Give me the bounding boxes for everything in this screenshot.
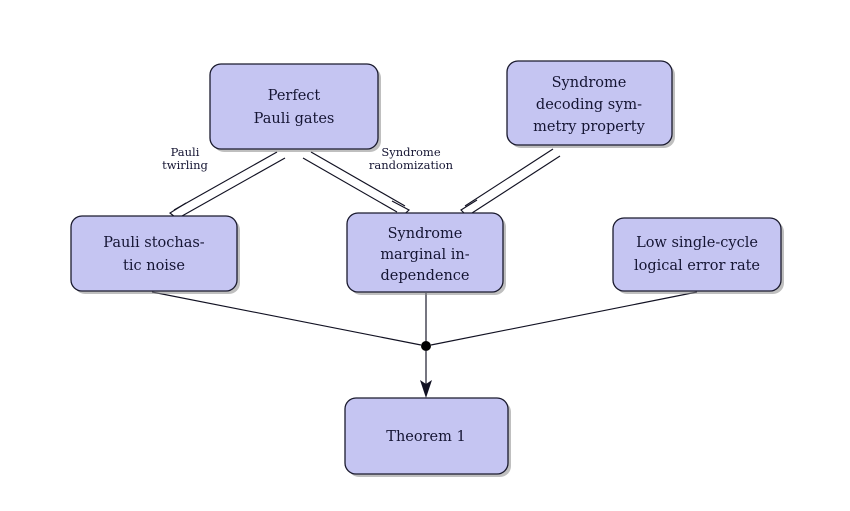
node-theorem-1[interactable]: Theorem 1 (344, 397, 511, 477)
node-syndrome-marginal-independence-line-2: marginal in- (380, 247, 469, 263)
edge-label-syndrome-randomization-line-1: Syndrome (381, 145, 440, 159)
edge-error-rate-to-junction (430, 291, 698, 346)
node-pauli-stochastic-noise-line-2: tic noise (123, 258, 185, 274)
edge-symmetry-to-marginal-line-a (464, 148, 554, 207)
edge-error-rate-to-junction-line (430, 291, 698, 346)
edge-symmetry-to-marginal-line-b (471, 155, 561, 214)
junction-dot (421, 341, 431, 351)
node-low-single-cycle-logical-error-rate-line-1: Low single-cycle (636, 235, 758, 251)
node-perfect-pauli-gates-line-1: Perfect (268, 88, 321, 104)
node-perfect-pauli-gates-line-2: Pauli gates (254, 111, 335, 127)
node-perfect-pauli-gates[interactable]: Perfect Pauli gates (209, 63, 381, 152)
edge-label-pauli-twirling: Pauli twirling (162, 145, 208, 172)
edge-label-pauli-twirling-line-2: twirling (162, 158, 208, 172)
edge-label-pauli-twirling-line-1: Pauli (171, 145, 200, 159)
node-syndrome-marginal-independence-line-1: Syndrome (388, 226, 463, 242)
node-low-single-cycle-logical-error-rate-box[interactable] (612, 217, 782, 292)
node-syndrome-decoding-symmetry-box[interactable] (506, 60, 673, 146)
node-syndrome-marginal-independence[interactable]: Syndrome marginal in- dependence (346, 212, 506, 295)
edge-noise-to-junction (151, 291, 422, 346)
node-syndrome-marginal-independence-box[interactable] (346, 212, 504, 293)
node-theorem-1-box[interactable] (344, 397, 509, 475)
edge-junction-to-theorem-arrowhead (420, 380, 432, 398)
node-syndrome-decoding-symmetry[interactable]: Syndrome decoding sym- metry property (506, 60, 675, 148)
node-pauli-stochastic-noise-box[interactable] (70, 215, 238, 292)
edge-syndrome-randomization-line-a (310, 151, 406, 207)
node-syndrome-decoding-symmetry-line-2: decoding sym- (536, 97, 642, 113)
node-theorem-1-line-1: Theorem 1 (386, 429, 465, 445)
node-syndrome-decoding-symmetry-line-3: metry property (533, 119, 645, 135)
node-syndrome-marginal-independence-line-3: dependence (381, 268, 470, 284)
edge-noise-to-junction-line (151, 291, 422, 346)
node-low-single-cycle-logical-error-rate-line-2: logical error rate (634, 258, 760, 274)
edge-pauli-twirling-line-a (173, 151, 278, 211)
node-low-single-cycle-logical-error-rate[interactable]: Low single-cycle logical error rate (612, 217, 784, 294)
edge-label-syndrome-randomization-line-2: randomization (369, 158, 454, 172)
node-pauli-stochastic-noise-line-1: Pauli stochas- (103, 235, 205, 251)
edge-symmetry-to-marginal (460, 148, 561, 220)
edge-junction-to-theorem (420, 350, 432, 398)
edge-label-syndrome-randomization: Syndrome randomization (369, 145, 454, 172)
node-pauli-stochastic-noise[interactable]: Pauli stochas- tic noise (70, 215, 240, 294)
edge-pauli-twirling-line-b (181, 157, 286, 217)
node-syndrome-decoding-symmetry-line-1: Syndrome (552, 75, 627, 91)
node-perfect-pauli-gates-box[interactable] (209, 63, 379, 150)
edge-syndrome-randomization-line-b (302, 157, 398, 213)
